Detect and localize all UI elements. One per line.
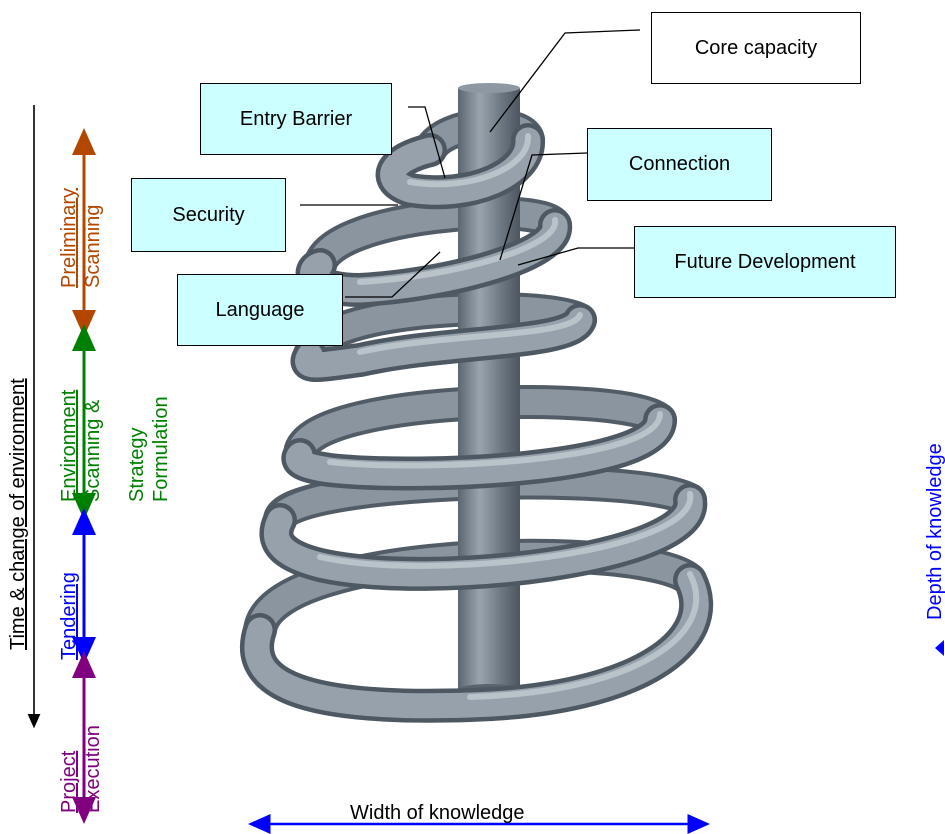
security-label: Security xyxy=(131,178,286,252)
future-development-text: Future Development xyxy=(674,250,856,273)
connection-text: Connection xyxy=(628,153,731,175)
phase-preliminary-label: Preliminary Scanning xyxy=(58,187,104,288)
security-text: Security xyxy=(172,203,245,226)
phase-execution-label: Project Execution xyxy=(58,725,104,813)
phase-tendering-label: Tendering xyxy=(58,572,80,660)
entry-barrier-label: Entry Barrier xyxy=(200,83,392,155)
width-axis-label: Width of knowledge xyxy=(350,802,525,824)
connector-lines xyxy=(300,29,641,298)
depth-axis-arrowhead xyxy=(935,640,944,656)
entry-barrier-text: Entry Barrier xyxy=(239,107,353,130)
time-axis-label: Time & change of environment xyxy=(7,378,29,650)
language-connector xyxy=(345,251,441,298)
future-development-label: Future Development xyxy=(634,226,896,298)
language-label: Language xyxy=(177,274,343,346)
core-capacity-text: Core capacity xyxy=(694,36,818,59)
language-text: Language xyxy=(215,298,305,321)
phase-environment-label: Environment Scanning & xyxy=(58,389,104,502)
connection-label: Connection xyxy=(587,128,772,201)
phase-strategy-label: Strategy Formulation xyxy=(126,396,172,502)
connection-connector xyxy=(499,152,588,261)
core-capacity-label: Core capacity xyxy=(651,12,861,84)
core-capacity-connector xyxy=(489,29,641,133)
entry-barrier-connector xyxy=(408,106,446,179)
depth-axis-label: Depth of knowledge xyxy=(924,443,945,620)
future-development-connector xyxy=(517,247,634,266)
